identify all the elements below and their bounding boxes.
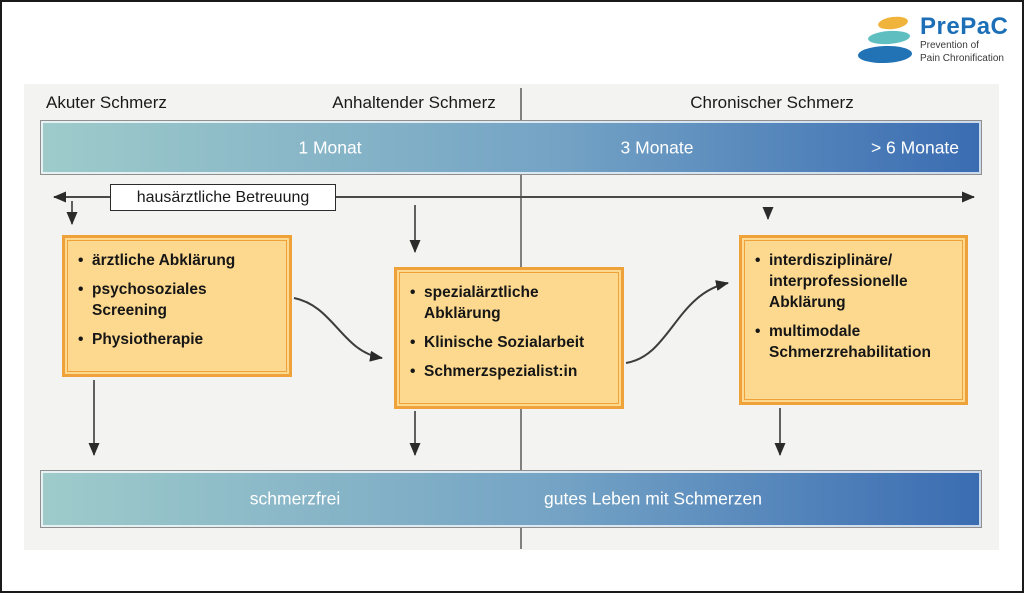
care-band-label: hausärztliche Betreuung xyxy=(110,184,336,211)
card-chronic-measures-list: interdisziplinäre/ interprofessionelle A… xyxy=(755,250,958,363)
list-item: spezialärztliche Abklärung xyxy=(410,282,614,324)
timeline-label-6-months: > 6 Monate xyxy=(870,137,960,157)
logo-title: PrePaC xyxy=(920,13,1009,40)
logo-stone-top-icon xyxy=(877,14,909,32)
list-item: Klinische Sozialarbeit xyxy=(410,332,614,353)
card-acute-measures-inner: ärztliche Abklärung psychosoziales Scree… xyxy=(67,240,287,372)
card-persistent-measures: spezialärztliche Abklärung Klinische Soz… xyxy=(394,267,624,409)
card-persistent-measures-list: spezialärztliche Abklärung Klinische Soz… xyxy=(410,282,614,382)
card-acute-measures: ärztliche Abklärung psychosoziales Scree… xyxy=(62,235,292,377)
timeline-label-3-months: 3 Monate xyxy=(620,137,694,157)
timeline-bar: 1 Monat 3 Monate > 6 Monate xyxy=(40,120,982,175)
card-acute-measures-list: ärztliche Abklärung psychosoziales Scree… xyxy=(78,250,282,350)
logo-stone-bottom-icon xyxy=(857,45,913,64)
outcome-bar: schmerzfrei gutes Leben mit Schmerzen xyxy=(40,470,982,528)
card-persistent-measures-inner: spezialärztliche Abklärung Klinische Soz… xyxy=(399,272,619,404)
phase-label-acute: Akuter Schmerz xyxy=(46,93,167,112)
list-item: interdisziplinäre/ interprofessionelle A… xyxy=(755,250,958,313)
timeline-label-1-month: 1 Monat xyxy=(298,137,362,157)
card-chronic-measures-inner: interdisziplinäre/ interprofessionelle A… xyxy=(744,240,963,400)
card-chronic-measures: interdisziplinäre/ interprofessionelle A… xyxy=(739,235,968,405)
list-item: multimodale Schmerzrehabilitation xyxy=(755,321,958,363)
outcome-label-good-life: gutes Leben mit Schmerzen xyxy=(544,488,762,509)
list-item: ärztliche Abklärung xyxy=(78,250,282,271)
logo-subtitle-line1: Prevention of xyxy=(920,40,979,51)
list-item: psychosoziales Screening xyxy=(78,279,282,321)
logo-stone-middle-icon xyxy=(867,29,911,46)
logo-text: PrePaC Prevention of Pain Chronification xyxy=(920,14,1008,65)
logo-subtitle-line2: Pain Chronification xyxy=(920,52,1004,64)
phase-label-chronic: Chronischer Schmerz xyxy=(690,93,854,112)
list-item: Schmerzspezialist:in xyxy=(410,361,614,382)
list-item: Physiotherapie xyxy=(78,329,282,350)
outcome-label-painfree: schmerzfrei xyxy=(249,488,341,509)
phase-label-persistent: Anhaltender Schmerz xyxy=(332,93,496,112)
prepac-logo: PrePaC Prevention of Pain Chronification xyxy=(852,14,1017,72)
